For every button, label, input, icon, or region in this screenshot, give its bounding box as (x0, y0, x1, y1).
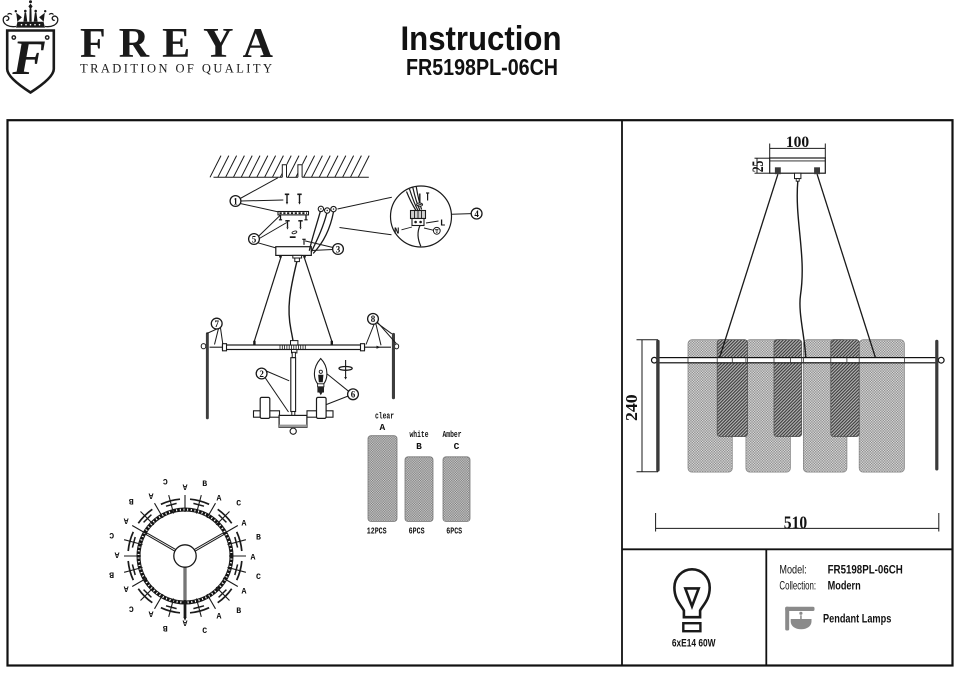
svg-text:A: A (114, 550, 119, 559)
svg-text:A: A (148, 609, 153, 618)
svg-text:B: B (109, 569, 114, 578)
svg-text:Amber: Amber (443, 429, 462, 440)
svg-text:L: L (440, 219, 445, 229)
svg-text:N: N (394, 227, 399, 237)
svg-text:A: A (124, 516, 129, 525)
svg-text:12PCS: 12PCS (367, 525, 387, 536)
svg-text:240: 240 (622, 394, 641, 421)
svg-text:A: A (241, 519, 246, 528)
svg-text:A: A (148, 491, 153, 500)
svg-text:Collection:: Collection: (779, 579, 816, 593)
svg-text:C: C (236, 500, 241, 509)
svg-text:3: 3 (336, 244, 341, 254)
svg-text:B: B (416, 441, 422, 452)
svg-text:A: A (217, 612, 222, 621)
svg-text:A: A (182, 618, 187, 627)
svg-text:100: 100 (786, 134, 809, 151)
svg-text:B: B (256, 534, 261, 543)
svg-text:C: C (454, 441, 460, 452)
svg-text:C: C (163, 476, 168, 485)
svg-text:A: A (217, 495, 222, 504)
svg-text:B: B (202, 480, 207, 489)
svg-text:C: C (202, 627, 207, 636)
svg-text:6PCS: 6PCS (409, 525, 425, 536)
svg-text:C: C (109, 530, 114, 539)
svg-text:F: F (11, 29, 45, 85)
svg-text:C: C (256, 573, 261, 582)
svg-text:clear: clear (375, 410, 394, 421)
svg-text:2: 2 (259, 369, 264, 379)
svg-text:4: 4 (474, 209, 479, 219)
svg-text:FREYA: FREYA (80, 21, 274, 67)
svg-text:white: white (410, 429, 429, 440)
svg-text:FR5198PL-06CH: FR5198PL-06CH (828, 563, 903, 577)
svg-text:B: B (163, 623, 168, 632)
svg-text:A: A (124, 584, 129, 593)
svg-text:510: 510 (784, 513, 808, 533)
svg-text:Model:: Model: (779, 563, 806, 577)
svg-text:A: A (182, 482, 187, 491)
svg-text:Modern: Modern (828, 579, 861, 593)
svg-text:25: 25 (750, 161, 767, 173)
svg-text:6PCS: 6PCS (446, 525, 462, 536)
svg-text:FR5198PL-06CH: FR5198PL-06CH (406, 54, 558, 80)
svg-text:Pendant Lamps: Pendant Lamps (823, 614, 891, 626)
svg-text:C: C (129, 603, 134, 612)
svg-text:6xE14 60W: 6xE14 60W (672, 637, 716, 649)
svg-text:7: 7 (214, 319, 219, 329)
svg-text:B: B (236, 607, 241, 616)
svg-text:6: 6 (351, 390, 356, 400)
svg-text:8: 8 (371, 314, 376, 324)
svg-text:A: A (241, 587, 246, 596)
svg-text:B: B (129, 496, 134, 505)
svg-text:A: A (251, 553, 256, 562)
svg-text:5: 5 (252, 234, 257, 244)
svg-text:TRADITION OF QUALITY: TRADITION OF QUALITY (80, 62, 272, 76)
svg-text:Instruction: Instruction (401, 20, 562, 58)
svg-text:A: A (379, 422, 385, 433)
svg-text:1: 1 (233, 196, 238, 206)
